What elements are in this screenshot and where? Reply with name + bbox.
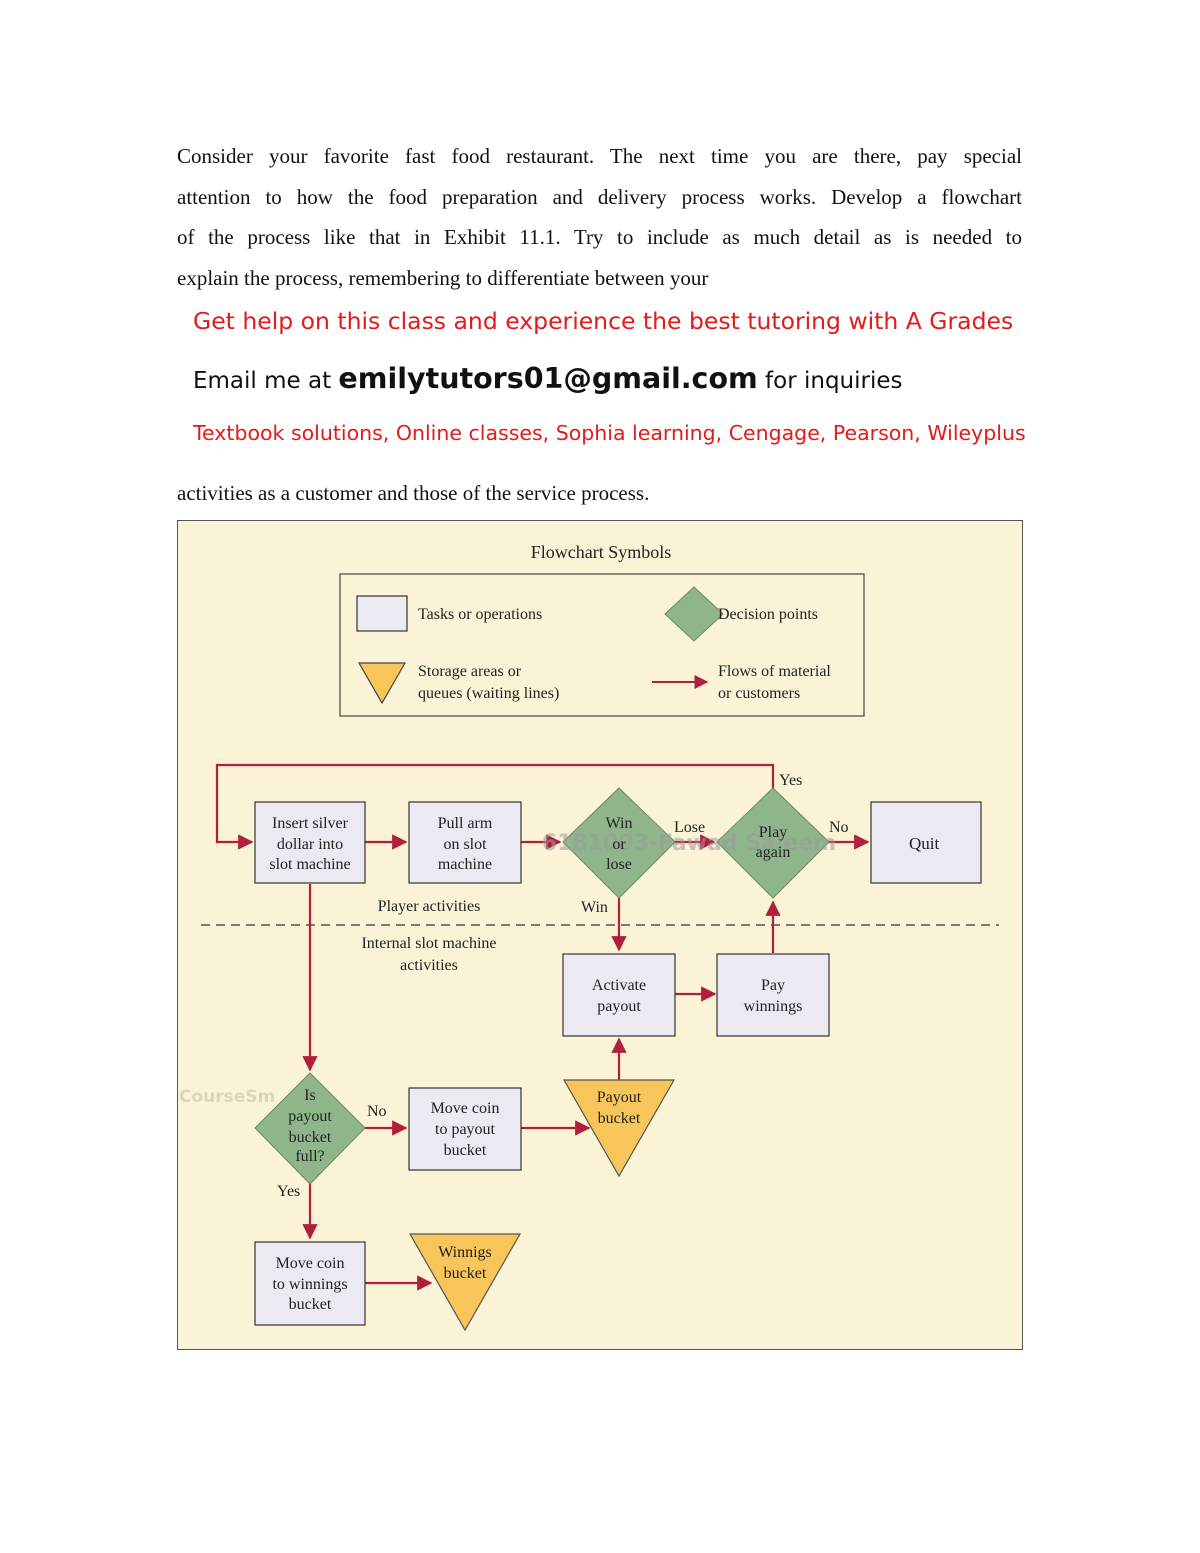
legend-box (339, 573, 865, 717)
win-lose-label-1: Win (606, 815, 633, 832)
insert-label-2: dollar into (277, 836, 343, 853)
bucket-full-label-3: bucket (289, 1129, 332, 1146)
ad-email-line: Email me at emilytutors01@gmail.com for … (193, 362, 903, 395)
node-move-payout-box (408, 1087, 522, 1171)
intro-line-2: attention to how the food preparation an… (177, 184, 1022, 209)
intro-paragraph: Consider your favorite fast food restaur… (177, 136, 1022, 298)
intro-line-4: explain the process, remembering to diff… (177, 265, 709, 290)
edge-label-no-quit: No (829, 819, 849, 836)
pull-label-3: machine (438, 856, 492, 873)
legend-storage-icon (357, 662, 407, 705)
win-lose-label-2: or (612, 836, 626, 853)
ad-email-address[interactable]: emilytutors01@gmail.com (338, 362, 758, 395)
winnings-bucket-label-2: bucket (444, 1265, 487, 1282)
node-play-again-diamond (716, 787, 830, 899)
ad-services: Textbook solutions, Online classes, Soph… (193, 421, 1026, 445)
watermark-left: CourseSm (179, 1087, 275, 1107)
edge-label-yes-full: Yes (277, 1183, 300, 1200)
node-activate-box (562, 953, 676, 1037)
legend-tasks-label: Tasks or operations (418, 606, 542, 623)
insert-label-3: slot machine (269, 856, 350, 873)
player-activities-label: Player activities (378, 898, 481, 915)
edge-label-lose: Lose (674, 819, 705, 836)
node-pay-box (716, 953, 830, 1037)
watermark-center: 6181003-Fawad Saleem (542, 831, 836, 856)
edge-label-win: Win (581, 899, 608, 916)
internal-activities-label-2: activities (400, 957, 458, 974)
flowchart-figure: Flowchart Symbols Tasks or operations De… (177, 520, 1023, 1350)
pay-label-2: winnings (744, 998, 803, 1015)
ad-email-prefix: Email me at (193, 368, 339, 394)
node-quit-box (870, 801, 982, 884)
bucket-full-label-1: Is (304, 1087, 316, 1104)
legend-flows-label-1: Flows of material (718, 663, 831, 680)
figure-title: Flowchart Symbols (531, 542, 672, 562)
activate-label-2: payout (597, 998, 641, 1015)
win-lose-label-3: lose (606, 856, 632, 873)
activate-label-1: Activate (592, 977, 646, 994)
legend-storage-label-2: queues (waiting lines) (418, 685, 559, 702)
payout-bucket-label-2: bucket (598, 1110, 641, 1127)
node-payout-bucket-triangle (562, 1079, 676, 1178)
insert-label-1: Insert silver (272, 815, 349, 832)
continuation-text: activities as a customer and those of th… (177, 481, 650, 505)
legend-task-icon (356, 595, 408, 632)
pull-label-2: on slot (443, 836, 487, 853)
ad-headline: Get help on this class and experience th… (193, 307, 1014, 335)
move-payout-label-3: bucket (444, 1142, 487, 1159)
legend-flows-label-2: or customers (718, 685, 800, 702)
node-move-winnings-box (254, 1241, 366, 1326)
node-bucket-full-diamond (254, 1072, 366, 1185)
payout-bucket-label-1: Payout (597, 1089, 642, 1106)
internal-activities-label-1: Internal slot machine (361, 935, 496, 952)
move-payout-label-2: to payout (435, 1121, 496, 1138)
bucket-full-label-2: payout (288, 1108, 332, 1125)
move-winnings-label-3: bucket (289, 1296, 332, 1313)
pay-label-1: Pay (761, 977, 785, 994)
quit-label: Quit (909, 834, 940, 853)
node-winnings-bucket-triangle (408, 1233, 522, 1332)
node-insert-box (254, 801, 366, 884)
intro-line-1: Consider your favorite fast food restaur… (177, 144, 1022, 168)
flowchart-svg: Flowchart Symbols Tasks or operations De… (177, 520, 1023, 1350)
pull-label-1: Pull arm (438, 815, 493, 832)
move-payout-label-1: Move coin (431, 1100, 500, 1117)
winnings-bucket-label-1: Winnigs (438, 1244, 492, 1261)
play-again-label-1: Play (759, 824, 787, 841)
intro-line-3: of the process like that in Exhibit 11.1… (177, 225, 1022, 249)
ad-email-suffix: for inquiries (757, 368, 903, 394)
bucket-full-label-4: full? (295, 1148, 324, 1165)
legend-storage-label-1: Storage areas or (418, 663, 522, 680)
node-win-or-lose-diamond (562, 787, 676, 899)
play-again-label-2: again (756, 844, 791, 861)
edge-label-no-full: No (367, 1103, 387, 1120)
edge-label-yes-top: Yes (779, 772, 802, 789)
legend-decisions-label: Decision points (718, 606, 818, 623)
move-winnings-label-1: Move coin (276, 1255, 345, 1272)
move-winnings-label-2: to winnings (272, 1276, 347, 1293)
legend-decision-icon (664, 586, 724, 642)
node-pull-box (408, 801, 522, 884)
edge-play-again-yes (215, 763, 775, 850)
